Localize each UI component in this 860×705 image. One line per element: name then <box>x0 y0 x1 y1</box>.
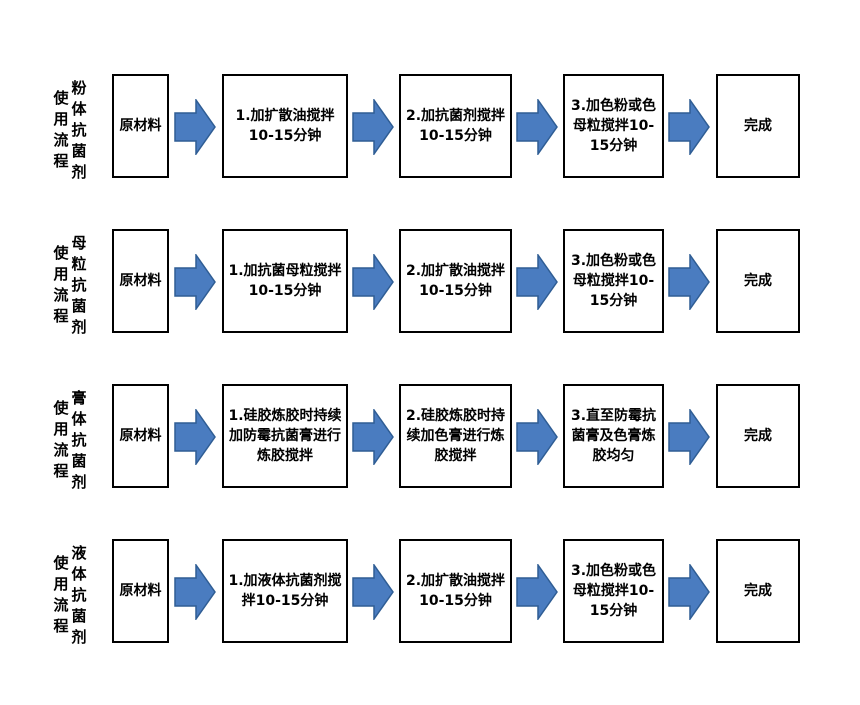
usage-label: 使 用 流 程 <box>53 554 69 635</box>
step-1: 1.加液体抗菌剂搅拌10-15分钟 <box>222 539 348 643</box>
type-label: 母 粒 抗 菌 剂 <box>71 234 87 336</box>
right-arrow-icon <box>352 99 394 155</box>
flow-row-masterbatch: 使 用 流 程 母 粒 抗 菌 剂 原材料 1.加抗菌母粒搅拌10-15分钟 2… <box>0 229 860 339</box>
step-2: 2.加扩散油搅拌10-15分钟 <box>399 539 512 643</box>
step-raw-material: 原材料 <box>112 539 169 643</box>
step-2: 2.硅胶炼胶时持续加色膏进行炼胶搅拌 <box>399 384 512 488</box>
right-arrow-icon <box>174 564 216 620</box>
step-raw-material: 原材料 <box>112 74 169 178</box>
right-arrow-icon <box>668 99 710 155</box>
step-2: 2.加扩散油搅拌10-15分钟 <box>399 229 512 333</box>
right-arrow-icon <box>516 254 558 310</box>
type-label: 粉 体 抗 菌 剂 <box>71 79 87 181</box>
flow-row-paste: 使 用 流 程 膏 体 抗 菌 剂 原材料 1.硅胶炼胶时持续加防霉抗菌膏进行炼… <box>0 384 860 494</box>
right-arrow-icon <box>516 99 558 155</box>
usage-label: 使 用 流 程 <box>53 244 69 325</box>
step-1: 1.硅胶炼胶时持续加防霉抗菌膏进行炼胶搅拌 <box>222 384 348 488</box>
right-arrow-icon <box>174 254 216 310</box>
right-arrow-icon <box>352 409 394 465</box>
type-label: 液 体 抗 菌 剂 <box>71 544 87 646</box>
right-arrow-icon <box>352 254 394 310</box>
usage-label: 使 用 流 程 <box>53 399 69 480</box>
right-arrow-icon <box>174 409 216 465</box>
flow-row-liquid: 使 用 流 程 液 体 抗 菌 剂 原材料 1.加液体抗菌剂搅拌10-15分钟 … <box>0 539 860 649</box>
right-arrow-icon <box>516 409 558 465</box>
right-arrow-icon <box>174 99 216 155</box>
step-1: 1.加扩散油搅拌10-15分钟 <box>222 74 348 178</box>
step-raw-material: 原材料 <box>112 229 169 333</box>
right-arrow-icon <box>668 564 710 620</box>
right-arrow-icon <box>516 564 558 620</box>
type-label: 膏 体 抗 菌 剂 <box>71 389 87 491</box>
right-arrow-icon <box>352 564 394 620</box>
usage-label: 使 用 流 程 <box>53 89 69 170</box>
step-3: 3.加色粉或色母粒搅拌10-15分钟 <box>563 229 664 333</box>
step-complete: 完成 <box>716 539 800 643</box>
step-raw-material: 原材料 <box>112 384 169 488</box>
step-complete: 完成 <box>716 229 800 333</box>
right-arrow-icon <box>668 254 710 310</box>
flow-row-powder: 使 用 流 程 粉 体 抗 菌 剂 原材料 1.加扩散油搅拌10-15分钟 2.… <box>0 74 860 184</box>
step-3: 3.加色粉或色母粒搅拌10-15分钟 <box>563 74 664 178</box>
step-3: 3.直至防霉抗菌膏及色膏炼胶均匀 <box>563 384 664 488</box>
right-arrow-icon <box>668 409 710 465</box>
step-complete: 完成 <box>716 384 800 488</box>
step-3: 3.加色粉或色母粒搅拌10-15分钟 <box>563 539 664 643</box>
step-2: 2.加抗菌剂搅拌10-15分钟 <box>399 74 512 178</box>
step-complete: 完成 <box>716 74 800 178</box>
step-1: 1.加抗菌母粒搅拌10-15分钟 <box>222 229 348 333</box>
